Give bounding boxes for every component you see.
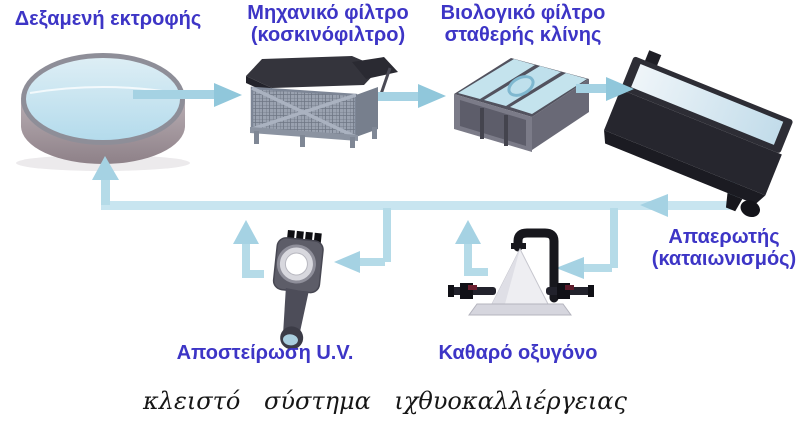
- flow-line-main-return: [101, 201, 733, 210]
- flow-line-tank-to-mech: [133, 90, 214, 99]
- label-deaerator: Απαερωτής (καταιωνισμός): [645, 226, 801, 270]
- label-biological-filter-line2: σταθερής κλίνης: [444, 23, 602, 46]
- flow-arrow-bio-to-deaerator: [606, 77, 634, 101]
- flow-line-uv-down: [383, 208, 391, 262]
- flow-arrow-tank-to-mech: [214, 83, 242, 107]
- flow-line-return-up: [101, 176, 110, 205]
- label-pure-oxygen: Καθαρό οξυγόνο: [438, 342, 598, 364]
- label-deaerator-line2: (καταιωνισμός): [651, 247, 797, 270]
- process-arrows-graphic: [133, 77, 634, 108]
- flow-line-mech-to-bio: [378, 92, 418, 101]
- flow-line-uv-foot: [242, 270, 264, 278]
- flow-arrow-oxygen-up: [455, 220, 481, 244]
- label-mechanical-filter-line1: Μηχανικό φίλτρο: [247, 2, 409, 24]
- label-rearing-tank: Δεξαμενή εκτροφής: [14, 8, 202, 30]
- flow-line-uv-left: [360, 258, 385, 266]
- label-deaerator-line1: Απαερωτής: [668, 226, 780, 248]
- rearing-tank-image: [16, 53, 190, 171]
- flow-line-uv-up: [242, 242, 250, 276]
- label-biological-filter-line1: Βιολογικό φίλτρο: [440, 2, 606, 24]
- return-line-graphic: [101, 150, 737, 279]
- flow-arrow-into-uv: [334, 251, 360, 273]
- label-biological-filter: Βιολογικό φίλτρο σταθερής κλίνης: [428, 2, 618, 46]
- flow-line-bio-to-deaerator: [576, 84, 606, 93]
- flow-arrow-mech-to-bio: [418, 84, 446, 108]
- biological-filter-image: [454, 58, 589, 152]
- uv-sterilizer-image: [272, 229, 324, 350]
- flow-line-oxygen-down: [610, 208, 618, 268]
- flow-arrow-uv-up: [233, 220, 259, 244]
- flow-arrow-into-oxygen: [556, 257, 584, 279]
- flow-arrow-deaerator-to-return: [640, 194, 668, 217]
- flow-arrow-into-tank: [92, 156, 119, 180]
- pure-oxygen-image: [448, 228, 594, 316]
- flow-line-oxygen-left: [584, 264, 612, 272]
- flow-line-oxygen-up: [464, 242, 472, 274]
- deaerator-image: [604, 50, 793, 217]
- mechanical-filter-image: [246, 56, 398, 148]
- label-uv-sterilizer: Αποστείρωση U.V.: [176, 342, 354, 364]
- flow-line-oxygen-foot: [464, 268, 488, 276]
- label-mechanical-filter-line2: (κοσκινόφιλτρο): [250, 23, 406, 46]
- label-mechanical-filter: Μηχανικό φίλτρο (κοσκινόφιλτρο): [233, 2, 423, 46]
- diagram-caption: κλειστό σύστημα ιχθυοκαλλιέργειας: [143, 387, 627, 415]
